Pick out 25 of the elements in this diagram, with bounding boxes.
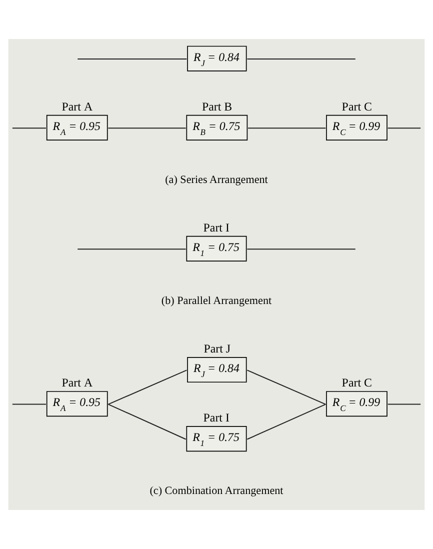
node-label: Part C [342,376,372,390]
connector [12,128,46,129]
label: (a) Series Arrangement [165,174,268,186]
connector [78,58,187,60]
label: (b) Parallel Arrangement [161,295,272,308]
connector [247,248,356,250]
connector [388,404,421,405]
node-label: Part A [62,376,93,390]
node-label: Part B [202,99,232,114]
connector [246,370,326,405]
connector [246,404,326,440]
node-label: Part C [342,99,372,114]
connector [108,404,186,440]
connector [388,128,421,129]
connector [108,128,186,129]
node-label: Part I [203,410,230,425]
label: (c) Combination Arrangement [150,485,284,498]
connector [12,404,46,405]
node-label: Part A [62,99,93,114]
node-label: Part I [203,220,230,234]
connector [247,58,356,60]
connector [248,128,326,129]
connector [108,370,187,405]
node-label: Part J [204,341,231,356]
connector [78,248,186,250]
